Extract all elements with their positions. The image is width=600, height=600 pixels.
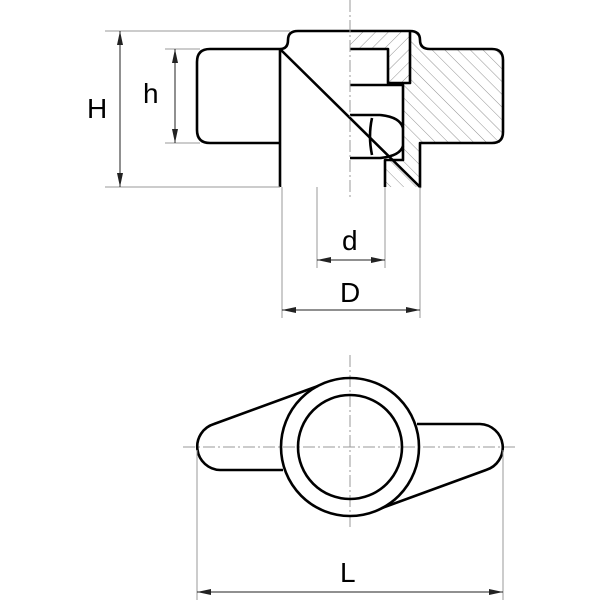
label-h: h: [143, 78, 159, 109]
label-d: d: [342, 225, 358, 256]
right-wing: [381, 422, 505, 510]
nut-outline: [350, 113, 405, 160]
left-wing: [195, 384, 319, 472]
label-H: H: [87, 93, 107, 124]
hatch-insert: [350, 31, 410, 83]
top-view: L: [183, 355, 515, 600]
body-outline: [195, 29, 505, 189]
label-D: D: [340, 277, 360, 308]
inner-ring: [296, 393, 404, 501]
hatch-body: [385, 31, 503, 187]
outer-ring: [279, 376, 421, 518]
insert-outline: [350, 31, 412, 187]
label-L: L: [340, 557, 356, 588]
side-section-view: H h d D: [87, 0, 505, 318]
